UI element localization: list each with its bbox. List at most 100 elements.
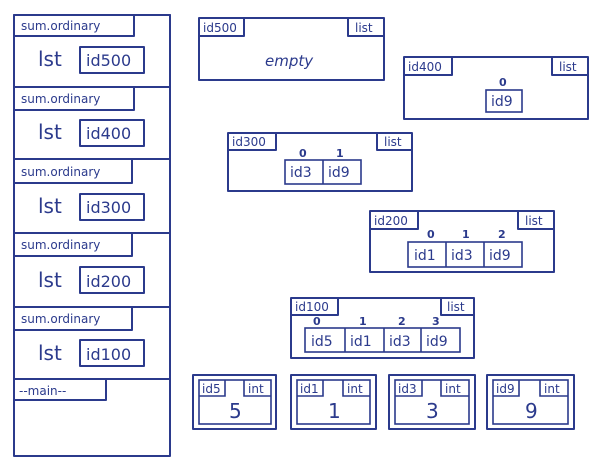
list-index: 2 xyxy=(398,315,406,328)
id-tab xyxy=(369,210,419,230)
list-object: id400 list 0 id9 xyxy=(403,56,589,120)
list-element: id3 xyxy=(389,334,411,350)
id-tab xyxy=(227,132,277,151)
reference-id: id100 xyxy=(86,345,131,364)
object-id: id3 xyxy=(398,382,417,396)
list-index: 1 xyxy=(336,147,344,160)
reference-id: id200 xyxy=(86,272,131,291)
variable-name: lst xyxy=(38,120,62,144)
reference-box xyxy=(79,266,145,294)
list-element-box xyxy=(485,89,523,113)
list-element: id3 xyxy=(451,248,473,264)
frame-name: --main-- xyxy=(19,384,66,398)
variable-name: lst xyxy=(38,341,62,365)
object-type: list xyxy=(447,300,465,314)
object-id: id1 xyxy=(300,382,319,396)
type-tab xyxy=(440,380,469,397)
list-elements-box xyxy=(304,327,461,353)
list-index: 0 xyxy=(313,315,321,328)
type-tab xyxy=(551,56,589,76)
list-index: 1 xyxy=(462,228,470,241)
list-object: id500 list empty xyxy=(198,17,385,81)
int-object: id5 int 5 xyxy=(192,374,277,430)
call-stack: sum.ordinary lst id500 sum.ordinary lst … xyxy=(13,14,171,457)
int-value: 3 xyxy=(426,399,439,423)
list-element: id9 xyxy=(426,334,448,350)
type-tab xyxy=(517,210,555,230)
stack-frame-main: --main-- xyxy=(13,378,107,401)
list-object: id100 list 0 1 2 3 id5 id1 id3 id9 xyxy=(290,297,475,359)
list-element: id5 xyxy=(311,334,333,350)
stack-frame: sum.ordinary lst id400 xyxy=(13,86,171,160)
frame-name: sum.ordinary xyxy=(21,92,100,106)
object-type: list xyxy=(559,60,577,74)
int-object: id3 int 3 xyxy=(388,374,476,430)
reference-box xyxy=(79,193,145,221)
reference-id: id400 xyxy=(86,124,131,143)
frame-name-tab xyxy=(13,378,107,401)
type-tab xyxy=(376,132,413,151)
list-element: id9 xyxy=(328,165,350,181)
id-tab xyxy=(395,380,423,397)
object-type: int xyxy=(347,382,363,396)
list-element: id9 xyxy=(489,248,511,264)
list-index: 0 xyxy=(427,228,435,241)
type-tab xyxy=(243,380,271,397)
object-box xyxy=(198,17,385,81)
object-box-inner xyxy=(394,379,470,425)
object-box-outer xyxy=(290,374,377,430)
type-tab xyxy=(539,380,568,397)
object-box-outer xyxy=(486,374,575,430)
variable-name: lst xyxy=(38,194,62,218)
int-object: id9 int 9 xyxy=(486,374,575,430)
object-type: int xyxy=(445,382,461,396)
variable-name: lst xyxy=(38,268,62,292)
frame-box xyxy=(13,306,171,380)
object-id: id400 xyxy=(408,60,442,74)
stack-frame: sum.ordinary lst id500 xyxy=(13,14,171,88)
frame-name: sum.ordinary xyxy=(21,238,100,252)
object-id: id9 xyxy=(496,382,515,396)
object-box-inner xyxy=(492,379,569,425)
object-box-inner xyxy=(198,379,272,425)
frame-name-tab xyxy=(13,86,135,111)
id-tab xyxy=(290,297,339,316)
type-tab xyxy=(342,380,370,397)
frame-name-tab xyxy=(13,158,133,184)
list-index: 2 xyxy=(498,228,506,241)
object-id: id5 xyxy=(202,382,221,396)
frame-name: sum.ordinary xyxy=(21,19,100,33)
reference-id: id300 xyxy=(86,198,131,217)
list-index: 0 xyxy=(299,147,307,160)
list-object: id300 list 0 1 id3 id9 xyxy=(227,132,413,192)
list-element: id1 xyxy=(414,248,436,264)
int-value: 5 xyxy=(229,399,242,423)
list-element: id9 xyxy=(491,94,513,110)
type-tab xyxy=(347,17,385,37)
object-box xyxy=(227,132,413,192)
id-tab xyxy=(199,380,226,397)
object-id: id500 xyxy=(203,21,237,35)
int-object: id1 int 1 xyxy=(290,374,377,430)
list-elements-box xyxy=(407,241,523,268)
list-element: id3 xyxy=(290,165,312,181)
list-index: 3 xyxy=(432,315,440,328)
object-box-inner xyxy=(296,379,371,425)
object-box xyxy=(369,210,555,273)
stack-frame: sum.ordinary lst id100 xyxy=(13,306,171,380)
stack-frame: sum.ordinary lst id300 xyxy=(13,158,171,234)
empty-label: empty xyxy=(265,52,314,70)
list-object: id200 list 0 1 2 id1 id3 id9 xyxy=(369,210,555,273)
int-value: 1 xyxy=(328,399,341,423)
object-type: list xyxy=(355,21,373,35)
frame-name-tab xyxy=(13,306,133,331)
frame-name-tab xyxy=(13,232,133,257)
id-tab xyxy=(297,380,324,397)
stack-frame: sum.ordinary lst id200 xyxy=(13,232,171,308)
object-type: int xyxy=(248,382,264,396)
id-tab xyxy=(493,380,520,397)
variable-name: lst xyxy=(38,47,62,71)
object-type: list xyxy=(384,135,402,149)
list-index: 1 xyxy=(359,315,367,328)
